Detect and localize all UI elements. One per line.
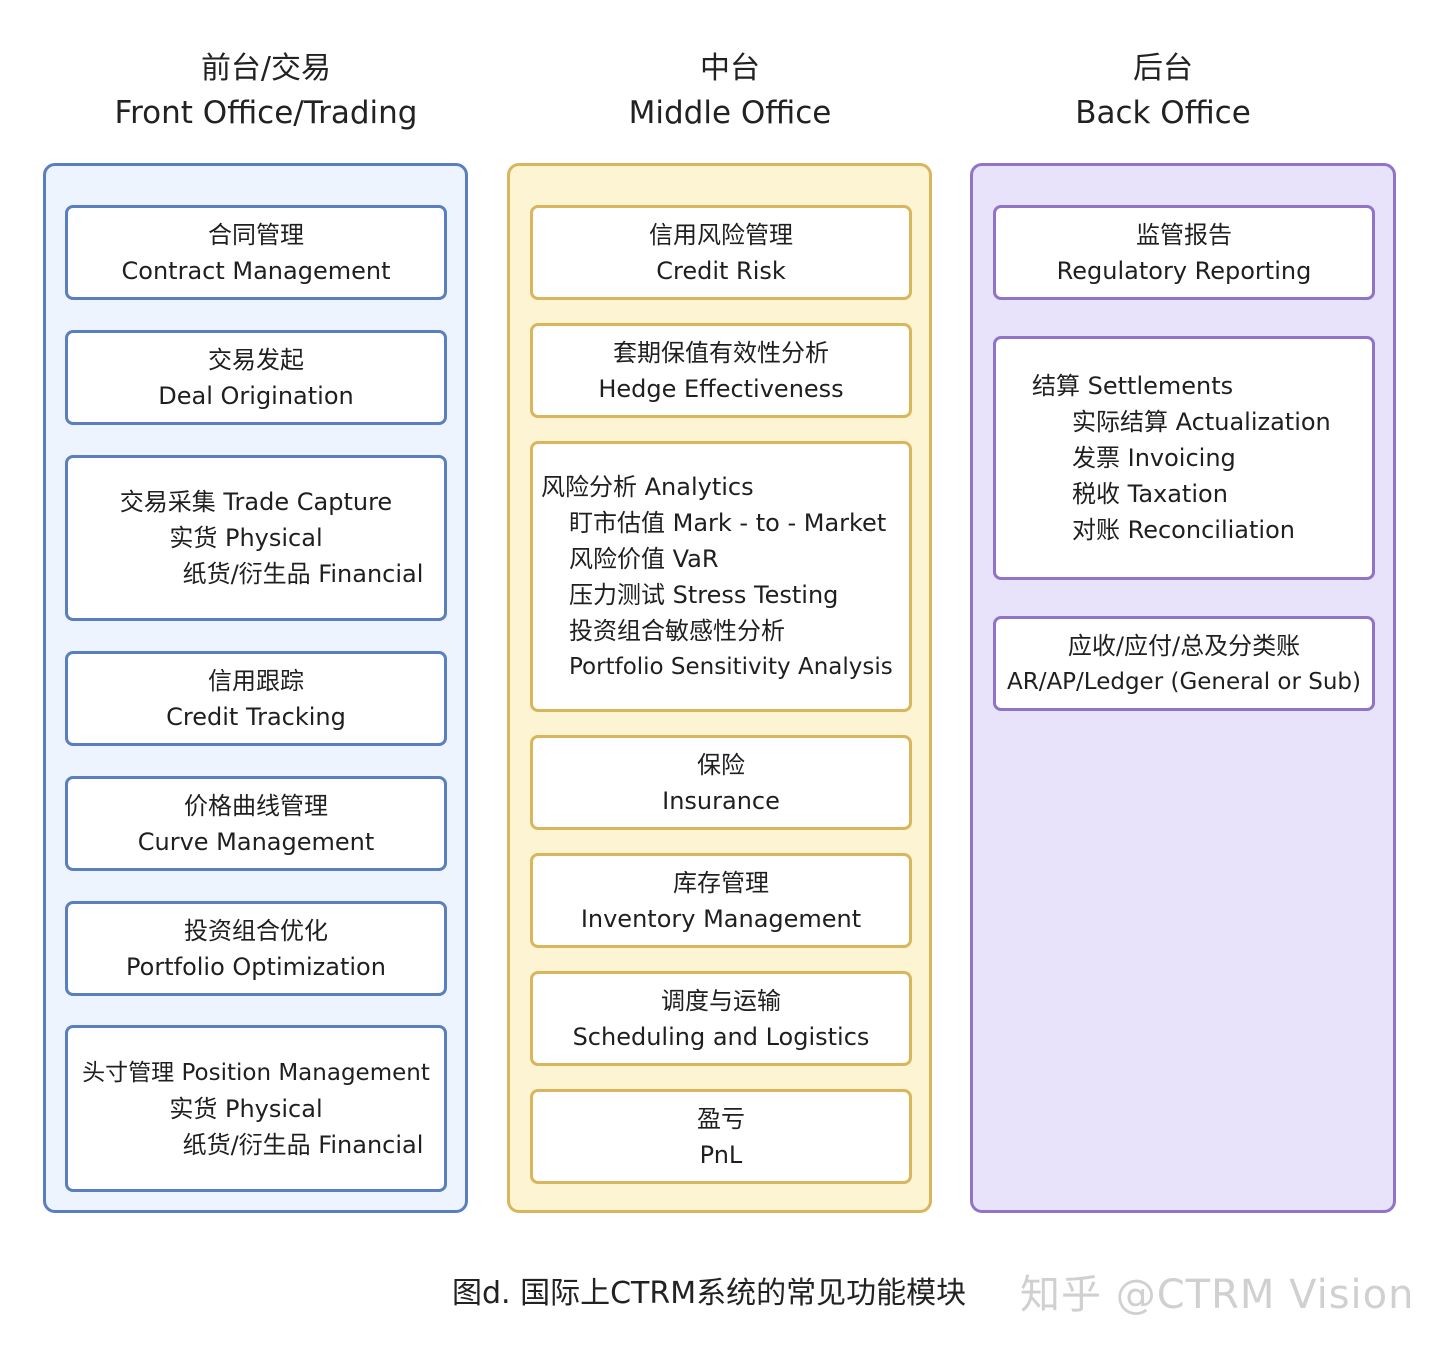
regulatory-reporting-box: 监管报告 Regulatory Reporting xyxy=(993,205,1375,300)
risk-analytics-box: 风险分析 Analytics 盯市估值 Mark - to - Market 风… xyxy=(530,441,912,712)
credit-risk-box: 信用风险管理 Credit Risk xyxy=(530,205,912,300)
box-line: 投资组合优化 xyxy=(184,916,328,945)
box-line: Inventory Management xyxy=(580,904,862,933)
box-line: 风险分析 Analytics xyxy=(541,472,754,501)
box-line: 库存管理 xyxy=(673,868,769,897)
ledger-box: 应收/应付/总及分类账 AR/AP/Ledger (General or Sub… xyxy=(993,616,1375,711)
box-line: 价格曲线管理 xyxy=(184,791,328,820)
trade-capture-box: 交易采集 Trade Capture 实货 Physical 纸货/衍生品 Fi… xyxy=(65,455,447,621)
box-line: Insurance xyxy=(662,786,780,815)
figure-caption: 图d. 国际上CTRM系统的常见功能模块 xyxy=(452,1276,967,1311)
box-line: 纸货/衍生品 Financial xyxy=(182,560,424,588)
box-line: 应收/应付/总及分类账 xyxy=(1067,631,1301,660)
box-line: Deal Origination xyxy=(158,381,354,410)
box-line: AR/AP/Ledger (General or Sub) xyxy=(1006,668,1361,695)
back-office-title-en: Back Office xyxy=(1075,95,1251,131)
box-line: Credit Tracking xyxy=(166,702,346,731)
box-line: 监管报告 xyxy=(1136,220,1232,249)
box-line: Regulatory Reporting xyxy=(1056,256,1312,285)
front-office-title-en: Front Office/Trading xyxy=(114,95,418,131)
box-line: PnL xyxy=(699,1140,743,1169)
box-line: 对账 Reconciliation xyxy=(1072,516,1295,544)
middle-office-column: 信用风险管理 Credit Risk 套期保值有效性分析 Hedge Effec… xyxy=(507,163,932,1213)
box-line: Hedge Effectiveness xyxy=(598,374,844,403)
box-line: 头寸管理 Position Management xyxy=(82,1059,430,1086)
box-line: 套期保值有效性分析 xyxy=(613,338,829,367)
inventory-management-box: 库存管理 Inventory Management xyxy=(530,853,912,948)
box-line: 压力测试 Stress Testing xyxy=(569,580,839,609)
box-line: 调度与运输 xyxy=(661,986,781,1015)
middle-office-header: 中台 Middle Office xyxy=(520,46,940,136)
insurance-box: 保险 Insurance xyxy=(530,735,912,830)
contract-management-box: 合同管理 Contract Management xyxy=(65,205,447,300)
credit-tracking-box: 信用跟踪 Credit Tracking xyxy=(65,651,447,746)
box-line: Credit Risk xyxy=(656,256,786,285)
middle-office-title-en: Middle Office xyxy=(628,95,832,131)
box-line: 税收 Taxation xyxy=(1072,480,1228,508)
box-line: Portfolio Sensitivity Analysis xyxy=(569,653,893,680)
back-office-column: 监管报告 Regulatory Reporting 结算 Settlements… xyxy=(970,163,1396,1213)
middle-office-title-cn: 中台 xyxy=(700,51,760,86)
box-line: 实货 Physical xyxy=(169,524,323,552)
box-line: 盯市估值 Mark - to - Market xyxy=(569,508,887,537)
front-office-title-cn: 前台/交易 xyxy=(200,51,332,86)
box-line: 纸货/衍生品 Financial xyxy=(182,1130,424,1159)
watermark: 知乎 @CTRM Vision xyxy=(1020,1272,1415,1318)
box-line: 实际结算 Actualization xyxy=(1072,408,1331,436)
scheduling-logistics-box: 调度与运输 Scheduling and Logistics xyxy=(530,971,912,1066)
box-line: 风险价值 VaR xyxy=(569,544,719,573)
box-line: 合同管理 xyxy=(208,220,304,249)
position-management-box: 头寸管理 Position Management 实货 Physical 纸货/… xyxy=(65,1025,447,1192)
box-line: 盈亏 xyxy=(697,1104,745,1133)
box-line: Scheduling and Logistics xyxy=(572,1022,870,1051)
hedge-effectiveness-box: 套期保值有效性分析 Hedge Effectiveness xyxy=(530,323,912,418)
box-line: Curve Management xyxy=(137,827,375,856)
front-office-header: 前台/交易 Front Office/Trading xyxy=(56,46,476,136)
settlements-box: 结算 Settlements 实际结算 Actualization 发票 Inv… xyxy=(993,336,1375,580)
portfolio-optimization-box: 投资组合优化 Portfolio Optimization xyxy=(65,901,447,996)
back-office-title-cn: 后台 xyxy=(1133,51,1193,86)
box-line: Portfolio Optimization xyxy=(126,952,386,981)
box-line: 信用跟踪 xyxy=(208,666,304,695)
box-line: 结算 Settlements xyxy=(1032,372,1234,400)
box-line: 投资组合敏感性分析 xyxy=(569,616,785,645)
deal-origination-box: 交易发起 Deal Origination xyxy=(65,330,447,425)
box-line: 交易发起 xyxy=(208,345,304,374)
curve-management-box: 价格曲线管理 Curve Management xyxy=(65,776,447,871)
box-line: Contract Management xyxy=(121,256,391,285)
box-line: 保险 xyxy=(697,750,745,779)
box-line: 信用风险管理 xyxy=(649,220,793,249)
front-office-column: 合同管理 Contract Management 交易发起 Deal Origi… xyxy=(43,163,468,1213)
box-line: 发票 Invoicing xyxy=(1072,444,1236,472)
pnl-box: 盈亏 PnL xyxy=(530,1089,912,1184)
box-line: 交易采集 Trade Capture xyxy=(119,488,393,516)
back-office-header: 后台 Back Office xyxy=(953,46,1373,136)
box-line: 实货 Physical xyxy=(169,1094,323,1123)
